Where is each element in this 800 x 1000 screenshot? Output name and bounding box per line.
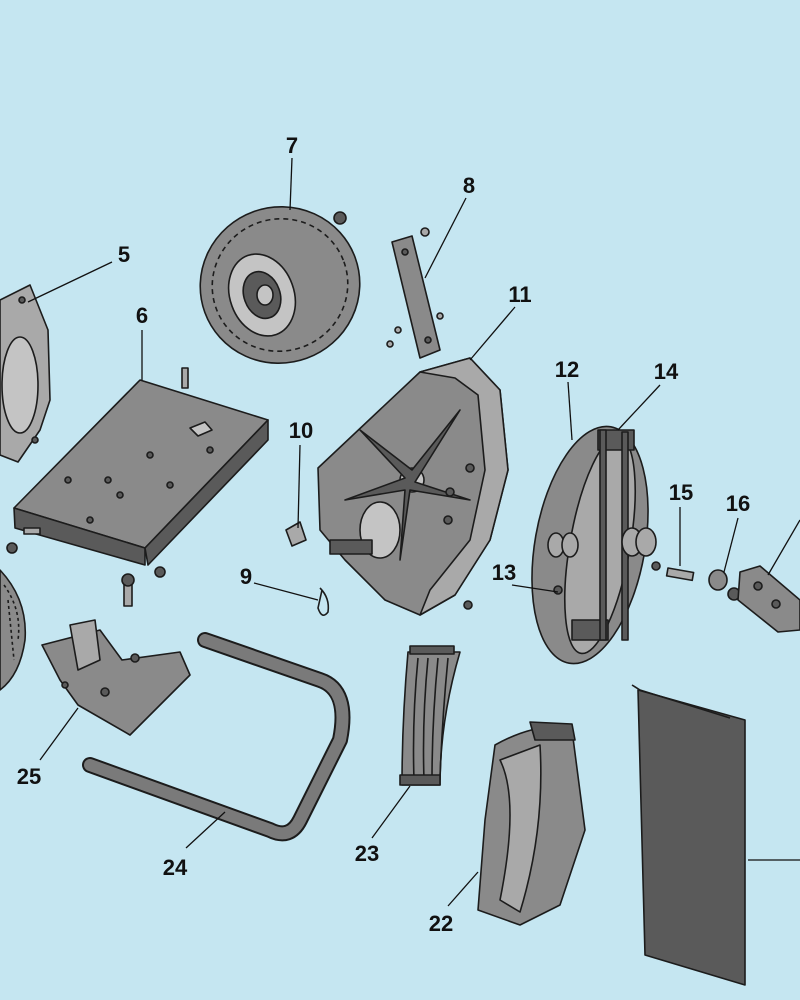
part-11-housing [317,357,509,616]
callout-15: 15 [669,480,693,505]
callout-8: 8 [463,173,475,198]
part-5-gasket [0,284,51,463]
part-8-bracket [386,227,444,359]
left-wheel-partial [0,569,27,691]
callout-labels: 5 6 7 8 9 10 11 12 13 14 15 16 22 23 24 … [17,133,750,936]
part-6-base-plate [6,367,269,607]
side-panel [631,684,746,986]
callout-23: 23 [355,841,379,866]
side-plate [737,565,800,633]
callout-12: 12 [555,357,579,382]
callout-14: 14 [654,359,679,384]
callout-6: 6 [136,303,148,328]
callout-13: 13 [492,560,516,585]
part-23-guide [399,645,461,786]
callout-25: 25 [17,764,41,789]
part-13-rollers [547,527,657,595]
part-15-bolt [651,561,695,582]
leader-lines [27,157,800,907]
callout-22: 22 [429,911,453,936]
callout-7: 7 [286,133,298,158]
part-9-pin [317,587,330,616]
part-24-handle [82,632,351,842]
part-7-wheel [199,205,361,365]
part-22-chute [477,721,586,926]
callout-11: 11 [508,282,531,307]
callout-5: 5 [118,242,130,267]
part-16-nut [708,569,741,601]
part-10-clip [285,521,307,547]
part-25-mount [41,619,191,736]
callout-9: 9 [240,564,252,589]
callout-10: 10 [289,418,313,443]
callout-16: 16 [726,491,750,516]
callout-24: 24 [163,855,188,880]
